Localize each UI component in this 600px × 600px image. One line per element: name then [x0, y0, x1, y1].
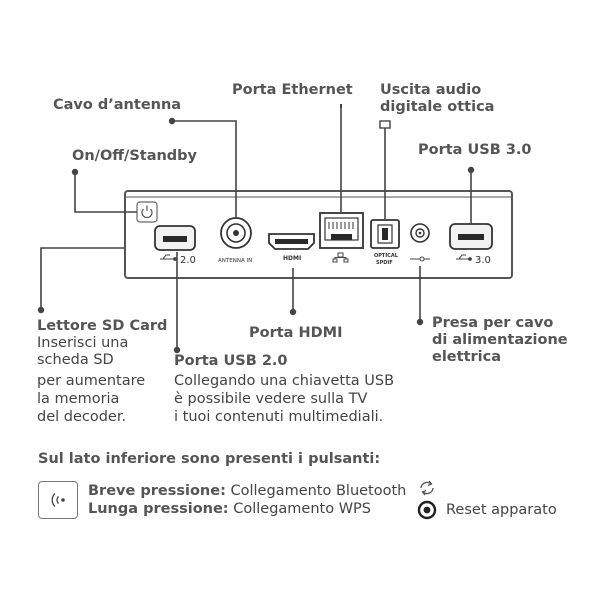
power-icon	[141, 205, 153, 219]
label-antenna-cable: Cavo d’antenna	[53, 97, 182, 113]
long-press-label: Lunga pressione:	[88, 501, 229, 517]
refresh-icon	[420, 480, 434, 496]
usb2-port-label: 2.0	[180, 255, 196, 266]
ethernet-port	[319, 212, 364, 249]
short-press-label: Breve pressione:	[88, 483, 226, 499]
leader-sd	[40, 247, 125, 310]
label-power-input-3: elettrica	[432, 349, 502, 365]
leader-antenna	[172, 120, 237, 218]
label-audio-output-2: digitale ottica	[380, 99, 495, 115]
label-power-button: On/Off/Standby	[72, 148, 198, 164]
reset-button-icon	[417, 500, 437, 520]
optical-port	[370, 219, 400, 249]
audio-leader-marker	[379, 120, 391, 129]
usb2-desc-2: è possibile vedere sulla TV	[174, 391, 368, 407]
hdmi-port	[268, 233, 315, 250]
leader-dots	[37, 117, 475, 354]
usb3-port-label: 3.0	[475, 255, 491, 266]
sd-desc-5: del decoder.	[37, 409, 127, 425]
sd-desc-2: scheda SD	[37, 352, 114, 368]
label-usb2-port: Porta USB 2.0	[174, 353, 288, 369]
decoder-body	[124, 190, 513, 279]
leader-power-button	[74, 172, 137, 213]
wireless-button-box	[38, 481, 78, 519]
power-button	[136, 201, 158, 223]
label-power-input-2: di alimentazione	[432, 332, 568, 348]
usb3-port	[449, 223, 493, 250]
antenna-port-label: ANTENNA IN	[218, 258, 252, 264]
bottom-buttons-heading: Sul lato inferiore sono presenti i pulsa…	[38, 451, 381, 467]
network-symbol-icon	[332, 252, 349, 263]
reset-label: Reset apparato	[446, 502, 557, 518]
antenna-port	[220, 217, 252, 249]
optical-port-label-1: OPTICAL	[374, 253, 399, 259]
label-ethernet-port: Porta Ethernet	[232, 82, 353, 98]
usb2-desc-3: i tuoi contenuti multimediali.	[174, 409, 384, 425]
power-jack	[410, 223, 430, 243]
label-hdmi-port: Porta HDMI	[249, 325, 343, 341]
dc-polarity-icon	[410, 256, 430, 262]
optical-port-label-2: SPDIF	[376, 260, 393, 266]
label-audio-output-1: Uscita audio	[380, 82, 482, 98]
long-press-row: Lunga pressione: Collegamento WPS	[88, 501, 371, 518]
wireless-signal-icon	[51, 493, 65, 507]
sd-desc-4: la memoria	[37, 391, 120, 407]
label-usb3-port: Porta USB 3.0	[418, 142, 532, 158]
label-power-input-1: Presa per cavo	[432, 315, 554, 331]
long-press-value: Collegamento WPS	[233, 501, 371, 517]
short-press-row: Breve pressione: Collegamento Bluetooth	[88, 483, 406, 500]
usb2-port	[154, 225, 196, 251]
usb2-desc-1: Collegando una chiavetta USB	[174, 373, 395, 389]
sd-desc-1: Inserisci una	[37, 335, 129, 351]
hdmi-port-label: HDMI	[283, 255, 301, 262]
label-sd-card: Lettore SD Card	[37, 318, 168, 334]
short-press-value: Collegamento Bluetooth	[230, 483, 407, 499]
sd-desc-3: per aumentare	[37, 373, 146, 389]
usb3-symbol-icon	[456, 254, 472, 261]
leader-lines	[40, 107, 472, 350]
